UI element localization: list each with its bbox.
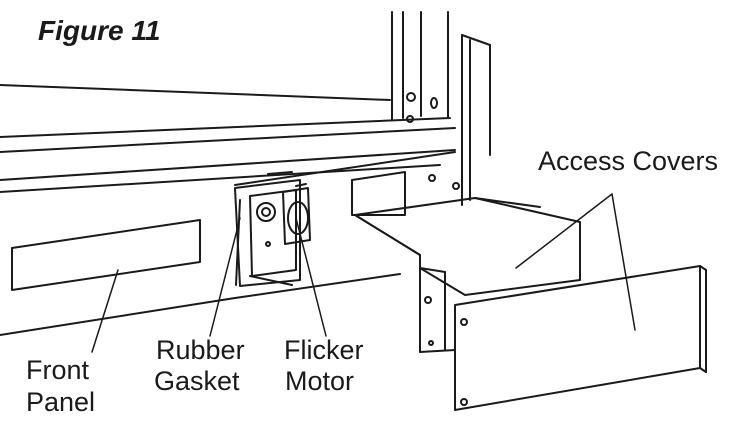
flicker-motor-label-line2: Motor — [285, 366, 355, 396]
flicker-motor-bracket — [234, 179, 311, 287]
leader-lines — [91, 193, 636, 353]
front-panel-leader — [91, 269, 119, 353]
access-covers-leader-2 — [611, 193, 636, 331]
front-panel-label-line1: Front — [26, 355, 90, 385]
front-panel — [0, 149, 456, 336]
rubber-gasket-label-line2: Gasket — [154, 366, 240, 396]
access-covers-label: Access Covers — [538, 146, 719, 176]
rear-access-cover — [351, 171, 581, 353]
flicker-motor-leader — [295, 217, 327, 337]
figure-title: Figure 11 — [38, 15, 161, 46]
frame-posts — [391, 11, 491, 206]
flicker-motor-label-line1: Flicker — [284, 335, 364, 365]
rubber-gasket-label-line1: Rubber — [156, 335, 245, 365]
access-covers-leader-1 — [515, 193, 613, 269]
rubber-gasket-leader — [209, 217, 241, 337]
front-panel-label-line2: Panel — [26, 387, 96, 417]
front-access-cover — [454, 265, 707, 411]
back-frame — [0, 84, 456, 186]
